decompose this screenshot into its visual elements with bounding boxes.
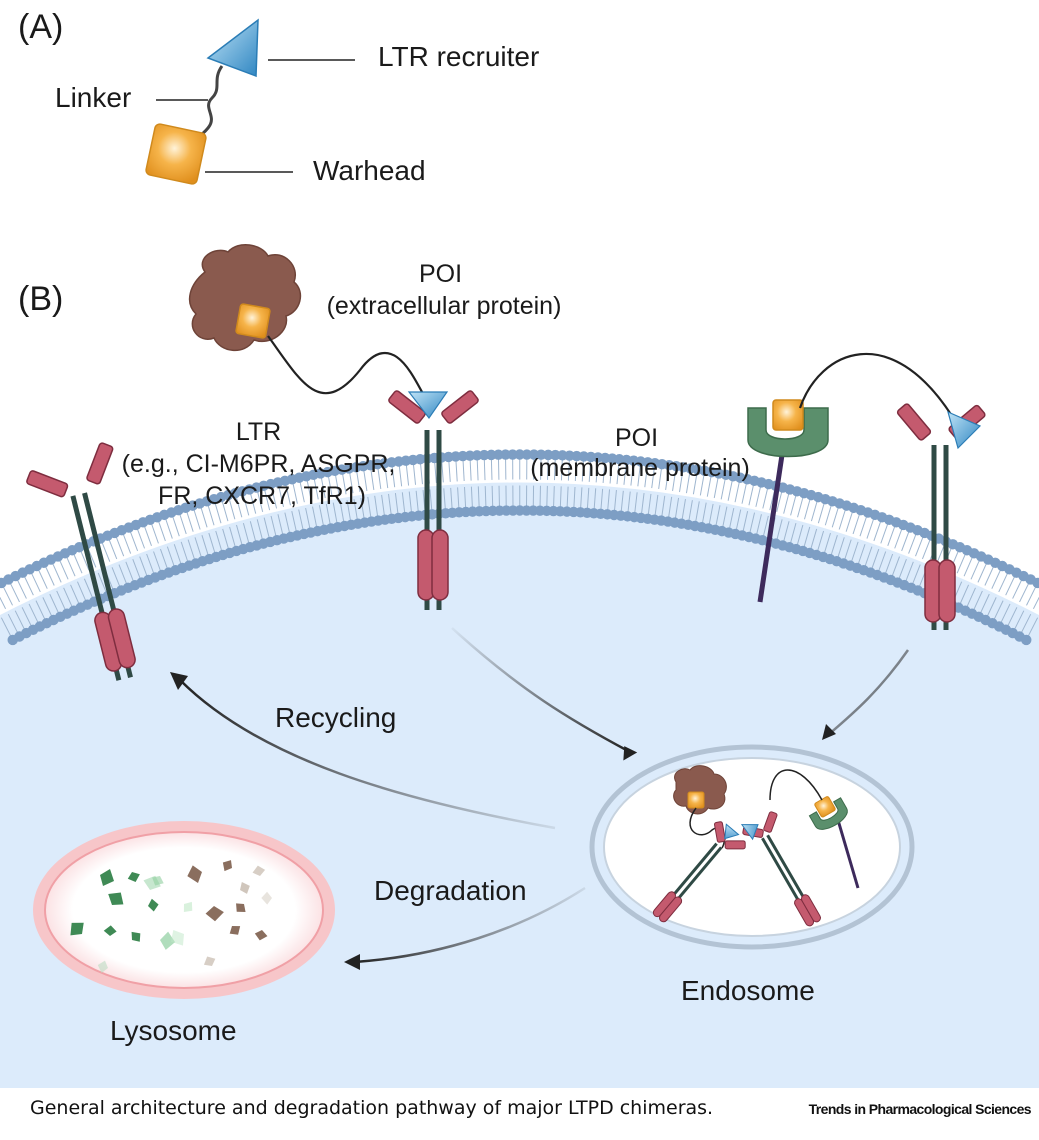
- lipid-tail: [1032, 596, 1039, 610]
- protein-fragment: [222, 860, 232, 872]
- protein-fragment: [131, 931, 141, 942]
- arrowhead: [344, 954, 360, 970]
- arrowhead: [822, 724, 836, 740]
- protein-fragment: [254, 930, 268, 941]
- protein-fragment: [187, 865, 202, 883]
- linker-label: Linker: [55, 82, 131, 113]
- protein-fragment: [127, 872, 140, 883]
- extracellular-protein: [188, 244, 302, 351]
- degraded-fragments: [70, 860, 272, 974]
- ltr-recruiter-icon: [407, 391, 449, 420]
- poi-membrane-label: POI (membrane protein): [530, 424, 750, 482]
- membrane-poi-complex: [747, 353, 953, 603]
- protein-fragment: [261, 891, 272, 905]
- ltr-recruiter-icon: [206, 18, 259, 78]
- figure-caption: General architecture and degradation pat…: [30, 1097, 714, 1119]
- degradation-arrow: [354, 886, 586, 964]
- internalization-arrow-left: [451, 627, 631, 754]
- protein-fragment: [103, 925, 117, 936]
- protein-fragment: [252, 865, 266, 876]
- extracellular-poi-complex: [188, 244, 423, 395]
- ltr-receptor-right: [896, 403, 986, 630]
- ltr-receptor-middle: [388, 390, 479, 610]
- recycling-label: Recycling: [275, 702, 396, 733]
- protein-fragment: [108, 892, 124, 905]
- protein-fragment: [240, 882, 250, 894]
- cell-membrane-bilayer: [0, 449, 1039, 646]
- protein-fragment: [148, 898, 159, 912]
- ltr-recruiter-label: LTR recruiter: [378, 41, 539, 72]
- protein-fragment: [229, 926, 241, 935]
- protein-fragment: [97, 960, 108, 974]
- recycling-arrow: [179, 679, 556, 830]
- ltr-label: LTR (e.g., CI-M6PR, ASGPR, FR, CXCR7, Tf…: [122, 418, 403, 510]
- endosome: [589, 744, 915, 950]
- lipid-head: [1021, 634, 1032, 646]
- lysosome-label: Lysosome: [110, 1015, 237, 1046]
- lipid-tail: [0, 596, 7, 610]
- protein-fragment: [160, 931, 176, 950]
- protein-fragment: [183, 901, 193, 912]
- warhead-label: Warhead: [313, 155, 426, 186]
- endosome-label: Endosome: [681, 975, 815, 1006]
- protein-fragment: [100, 869, 114, 886]
- protein-fragment: [70, 922, 84, 936]
- protein-fragment: [236, 903, 246, 913]
- panel-a-label: (A): [18, 8, 63, 46]
- protein-fragment: [170, 929, 184, 946]
- internalization-arrow-right: [827, 649, 910, 736]
- poi-extracellular-label: POI (extracellular protein): [327, 260, 562, 320]
- lysosome: [33, 821, 335, 999]
- chimera-molecule: [145, 18, 259, 185]
- arrowhead: [170, 672, 188, 690]
- journal-logo: Trends in Pharmacological Sciences: [808, 1101, 1032, 1117]
- protein-fragment: [205, 906, 224, 922]
- ltr-recruiter-icon: [947, 410, 982, 450]
- membrane-protein: [747, 407, 829, 458]
- degradation-label: Degradation: [374, 875, 527, 906]
- protein-fragment: [203, 956, 216, 966]
- protein-fragment: [143, 875, 161, 890]
- recycled-ltr-receptor: [26, 442, 136, 681]
- arrowhead: [623, 746, 638, 761]
- lipid-head: [1032, 577, 1039, 589]
- panel-b-label: (B): [18, 280, 63, 318]
- warhead-icon: [145, 123, 207, 185]
